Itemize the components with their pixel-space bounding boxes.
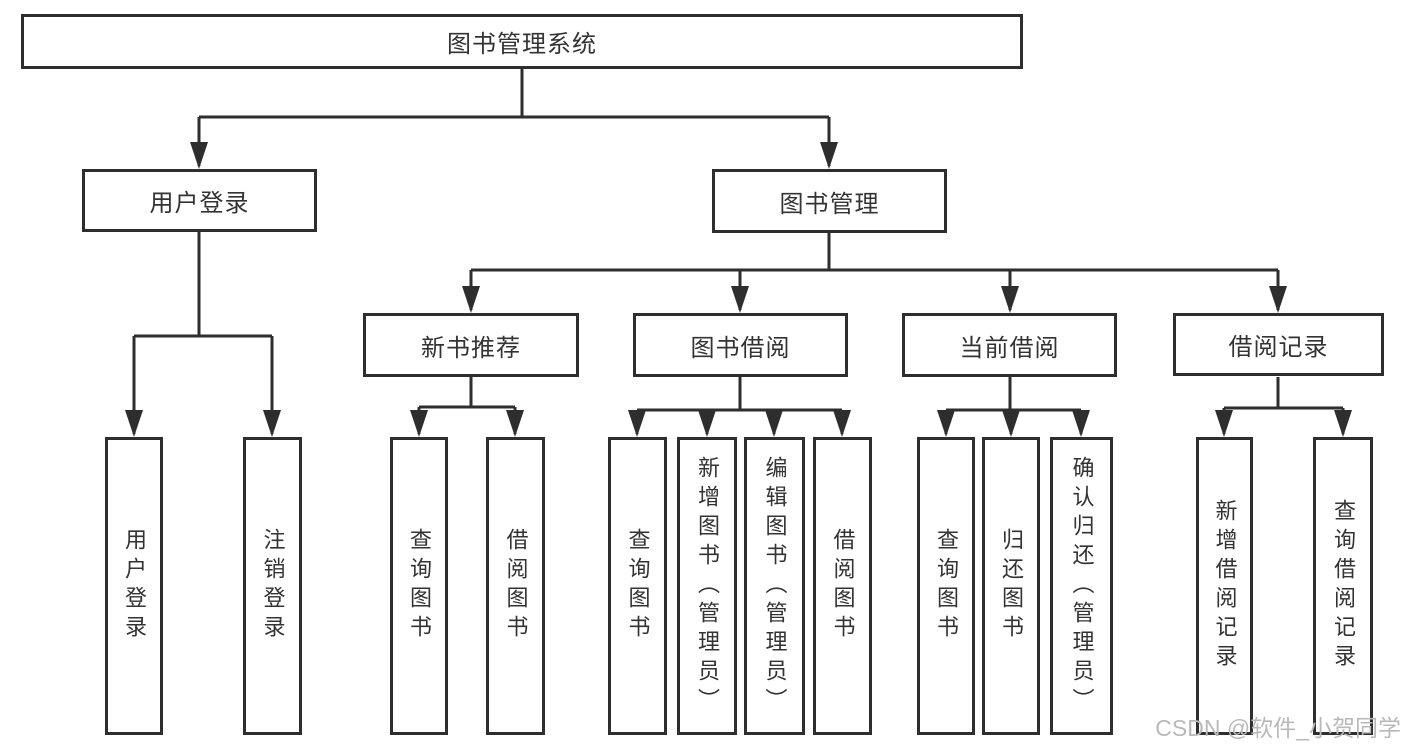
leaf-borrow-books: 借阅图书 [813,437,872,735]
leaf-query-borrow-record: 查询借阅记录 [1313,437,1373,735]
leaf-edit-books-admin: 编辑图书（管理员） [744,437,805,735]
arrow-down-icon [1001,286,1019,313]
leaf-return-books: 归还图书 [982,437,1040,735]
arrow-down-icon [1002,410,1020,437]
arrow-down-icon [1215,410,1233,437]
leaf-borrow-books: 借阅图书 [486,437,545,735]
node-book-borrow: 图书借阅 [633,313,848,377]
arrow-down-icon [1334,410,1352,437]
arrow-down-icon [462,286,480,313]
arrow-down-icon [125,410,143,437]
arrow-down-icon [1072,410,1090,437]
leaf-label: 查询图书 [934,528,959,644]
leaf-label: 借阅图书 [503,528,529,644]
arrow-down-icon [410,410,428,437]
arrowhead-icons [125,142,1352,437]
arrow-down-icon [190,142,208,169]
leaf-add-borrow-record: 新增借阅记录 [1196,437,1253,735]
leaf-query-books: 查询图书 [917,437,975,735]
arrow-down-icon [506,410,524,437]
arrow-down-icon [263,410,281,437]
leaf-query-books: 查询图书 [608,437,667,735]
leaf-logout: 注销登录 [243,437,302,735]
leaf-query-books: 查询图书 [390,437,448,735]
node-label: 当前借阅 [959,334,1060,362]
node-borrow-records: 借阅记录 [1173,313,1384,376]
leaf-label: 确认归还（管理员） [1069,455,1095,717]
tree-edges [132,69,1345,434]
node-user-login: 用户登录 [82,169,317,232]
arrow-down-icon [698,410,716,437]
leaf-label: 新增图书（管理员） [695,455,720,717]
leaf-label: 新增借阅记录 [1212,499,1238,673]
leaf-label: 用户登录 [122,528,147,644]
node-root-system: 图书管理系统 [21,14,1023,69]
leaf-label: 查询图书 [407,528,432,644]
arrow-down-icon [820,142,838,169]
leaf-confirm-return-admin: 确认归还（管理员） [1050,437,1113,735]
leaf-label: 编辑图书（管理员） [762,455,788,717]
leaf-label: 借阅图书 [830,528,856,644]
arrow-down-icon [937,410,955,437]
node-label: 图书借阅 [690,334,791,362]
csdn-watermark: CSDN @软件_小贺同学 [1155,715,1401,741]
leaf-user-login: 用户登录 [105,437,163,735]
arrow-down-icon [765,410,783,437]
node-current-borrow: 当前借阅 [902,313,1117,377]
leaf-label: 查询借阅记录 [1331,499,1356,673]
leaf-add-books-admin: 新增图书（管理员） [677,437,737,735]
arrow-down-icon [1269,286,1287,313]
node-book-management: 图书管理 [712,169,947,233]
node-label: 新书推荐 [421,334,521,362]
node-label: 用户登录 [149,190,250,217]
leaf-label: 查询图书 [625,528,651,644]
arrow-down-icon [833,410,851,437]
leaf-label: 注销登录 [260,528,286,644]
node-label: 图书管理 [779,190,880,218]
leaf-label: 归还图书 [999,528,1024,644]
node-new-book-recommend: 新书推荐 [363,313,579,377]
arrow-down-icon [731,286,749,313]
node-label: 图书管理系统 [447,31,597,58]
arrow-down-icon [628,410,646,437]
node-label: 借阅记录 [1228,334,1329,361]
